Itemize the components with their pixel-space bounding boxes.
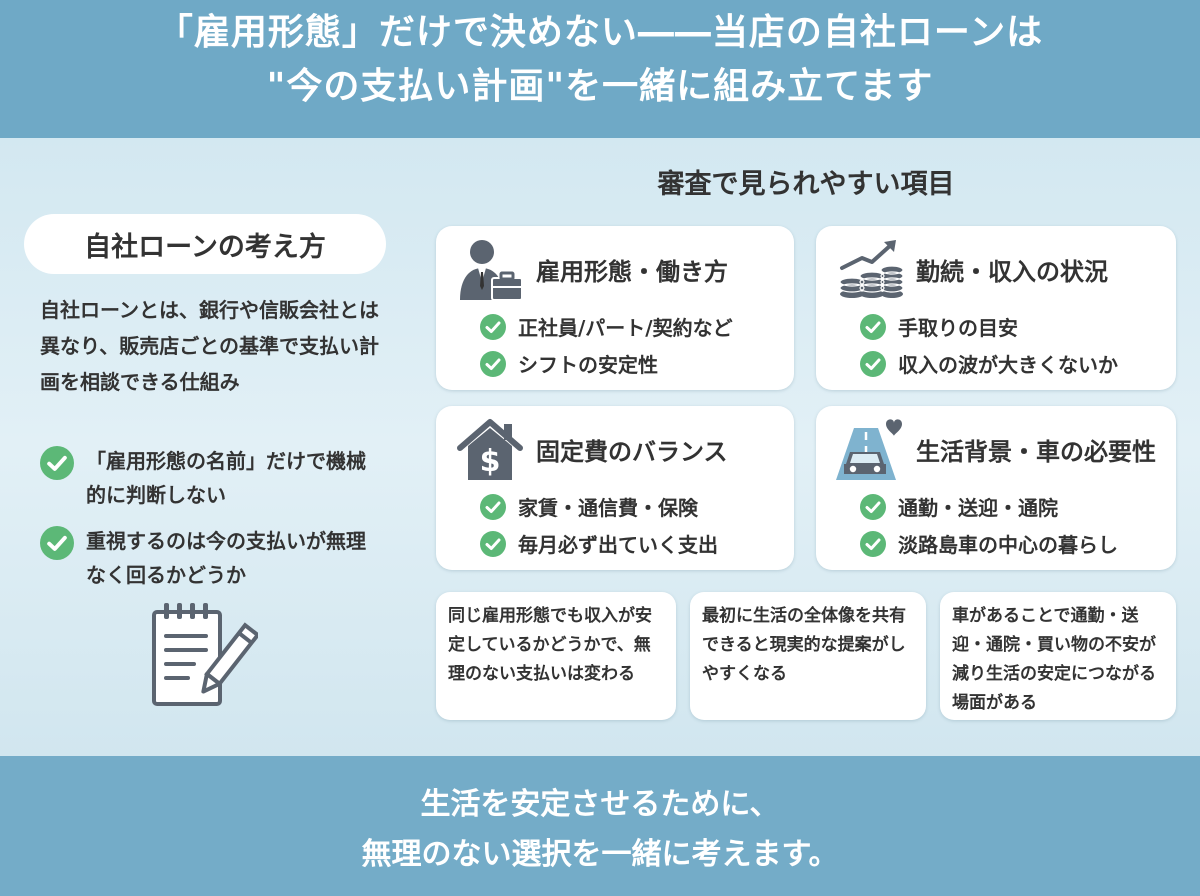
concept-point-text: 「雇用形態の名前」だけで機械的に判断しない: [86, 449, 366, 507]
concept-point: 「雇用形態の名前」だけで機械的に判断しない: [40, 444, 380, 512]
check-circle-icon: [480, 313, 506, 340]
check-circle-icon: [40, 526, 74, 560]
svg-text:$: $: [480, 444, 501, 479]
review-card-item: 家賃・通信費・保険: [480, 488, 718, 525]
note-card: 同じ雇用形態でも収入が安定しているかどうかで、無理のない支払いは変わる: [436, 592, 676, 720]
review-card-items: 手取りの目安 収入の波が大きくないか: [860, 308, 1118, 382]
review-card: 雇用形態・働き方 正社員/パート/契約など シフトの安定性: [436, 226, 794, 390]
coins-growth-arrow-icon: [839, 240, 904, 298]
review-card-items: 正社員/パート/契約など シフトの安定性: [480, 308, 733, 382]
review-card-item-text: シフトの安定性: [518, 353, 658, 377]
review-heading: 審査で見られやすい項目: [657, 169, 955, 200]
review-card-item: 淡路島車の中心の暮らし: [860, 525, 1118, 562]
review-card: 生活背景・車の必要性 通勤・送迎・通院 淡路島車の中心の暮らし: [816, 406, 1176, 570]
review-card-items: 家賃・通信費・保険 毎月必ず出ていく支出: [480, 488, 718, 562]
concept-point: 重視するのは今の支払いが無理なく回るかどうか: [40, 524, 380, 592]
header-title-line1: 「雇用形態」だけで決めない――当店の自社ローンは: [156, 12, 1044, 53]
check-circle-icon: [480, 350, 506, 377]
note-card: 最初に生活の全体像を共有できると現実的な提案がしやすくなる: [690, 592, 926, 720]
review-card-item-text: 淡路島車の中心の暮らし: [898, 533, 1118, 557]
review-card-item: 収入の波が大きくないか: [860, 345, 1118, 382]
review-card-item: 正社員/パート/契約など: [480, 308, 733, 345]
check-circle-icon: [860, 313, 886, 340]
car-road-heart-icon: [836, 419, 902, 480]
check-circle-icon: [480, 530, 506, 557]
review-card-item-text: 通勤・送迎・通院: [898, 496, 1058, 520]
concept-point-text: 重視するのは今の支払いが無理なく回るかどうか: [86, 529, 366, 587]
footer-banner: 生活を安定させるために、 無理のない選択を一緒に考えます。: [0, 756, 1200, 896]
review-card-item-text: 毎月必ず出ていく支出: [518, 533, 718, 557]
check-circle-icon: [860, 350, 886, 377]
businessman-briefcase-icon: [460, 240, 523, 301]
review-card-item: シフトの安定性: [480, 345, 733, 382]
review-card-title: 固定費のバランス: [536, 438, 728, 466]
review-card: 勤続・収入の状況 手取りの目安 収入の波が大きくないか: [816, 226, 1176, 390]
concept-description: 自社ローンとは、銀行や信販会社とは異なり、販売店ごとの基準で支払い計画を相談でき…: [40, 298, 379, 394]
review-card-title: 生活背景・車の必要性: [916, 438, 1156, 466]
note-card: 車があることで通勤・送迎・通院・買い物の不安が減り生活の安定につながる場面がある: [940, 592, 1176, 720]
review-card-title: 勤続・収入の状況: [916, 258, 1108, 286]
header-title-line2: "今の支払い計画"を一緒に組み立てます: [266, 66, 934, 107]
review-card-item-text: 収入の波が大きくないか: [898, 353, 1118, 377]
footer-message-line2: 無理のない選択を一緒に考えます。: [361, 837, 839, 872]
review-card-items: 通勤・送迎・通院 淡路島車の中心の暮らし: [860, 488, 1118, 562]
review-card: $ 固定費のバランス 家賃・通信費・保険 毎月必ず出ていく支出: [436, 406, 794, 570]
footer-message-line1: 生活を安定させるために、: [420, 787, 780, 822]
header-banner: 「雇用形態」だけで決めない――当店の自社ローンは "今の支払い計画"を一緒に組み…: [0, 0, 1200, 138]
concept-title: 自社ローンの考え方: [24, 214, 386, 274]
review-card-item: 手取りの目安: [860, 308, 1118, 345]
review-card-item: 通勤・送迎・通院: [860, 488, 1118, 525]
check-circle-icon: [40, 446, 74, 480]
concept-points: 「雇用形態の名前」だけで機械的に判断しない 重視するのは今の支払いが無理なく回る…: [40, 444, 380, 604]
review-card-item-text: 手取りの目安: [898, 316, 1018, 340]
notepad-pencil-icon: [152, 603, 258, 706]
review-card-item-text: 家賃・通信費・保険: [518, 496, 698, 520]
check-circle-icon: [480, 493, 506, 520]
review-card-title: 雇用形態・働き方: [536, 258, 728, 286]
house-dollar-icon: $: [457, 419, 523, 480]
review-card-item: 毎月必ず出ていく支出: [480, 525, 718, 562]
check-circle-icon: [860, 530, 886, 557]
review-card-item-text: 正社員/パート/契約など: [518, 316, 733, 340]
check-circle-icon: [860, 493, 886, 520]
